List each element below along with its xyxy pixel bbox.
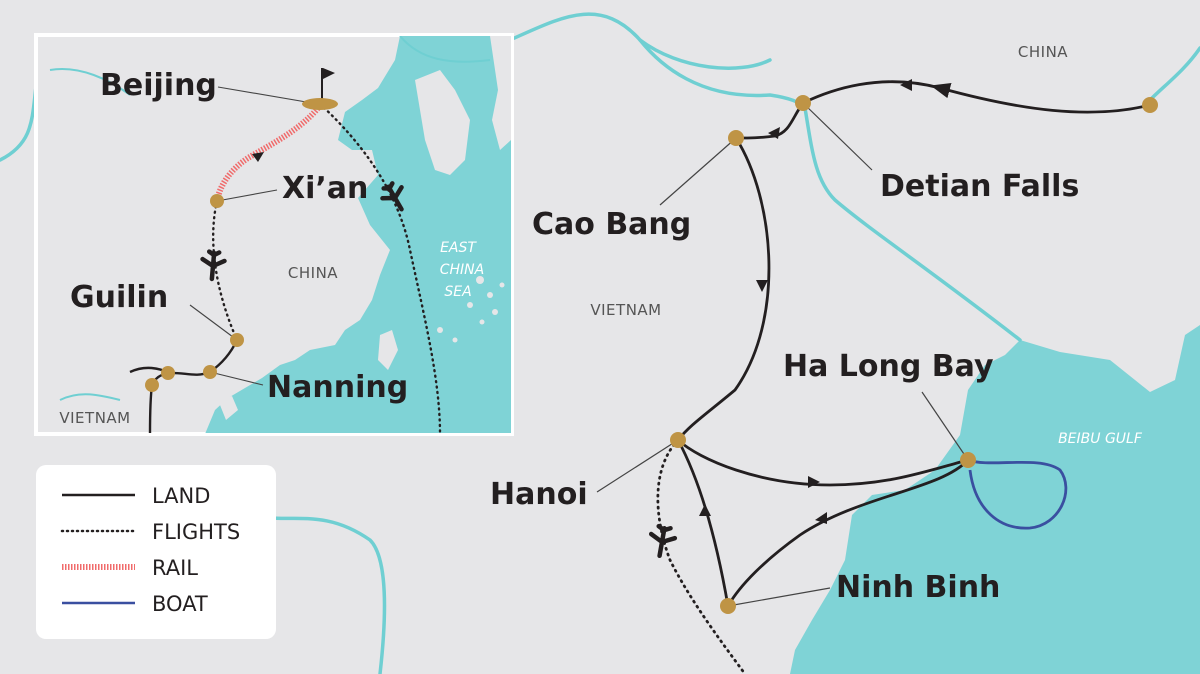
arrow-icon	[756, 280, 768, 292]
stop-marker	[720, 598, 736, 614]
route-ninhbinh-to-hanoi	[676, 438, 730, 608]
route-arrows	[699, 79, 912, 524]
legend-label-land: LAND	[152, 484, 210, 508]
islands	[437, 276, 505, 343]
stop-marker	[210, 194, 224, 208]
plane-icon	[648, 523, 678, 559]
hainan-land	[218, 396, 238, 420]
inset-stops	[145, 98, 338, 392]
place-label-hanoi: Hanoi	[490, 477, 588, 512]
arrow-icon	[815, 512, 827, 524]
route-halong-to-ninhbinh	[726, 458, 970, 608]
legend-label-rail: RAIL	[152, 556, 198, 580]
arrow-icon	[768, 127, 780, 139]
legend-label-boat: BOAT	[152, 592, 208, 616]
arrow-icon	[252, 152, 264, 162]
plane-icon	[380, 181, 404, 212]
boat-route	[967, 458, 1068, 530]
legend-label-flights: FLIGHTS	[152, 520, 240, 544]
arrow-icon	[808, 476, 820, 488]
taiwan-land	[378, 330, 398, 370]
place-label-beijing: Beijing	[100, 68, 217, 103]
sea-label-beibu-gulf: BEIBU GULF	[1058, 431, 1143, 447]
label-leaders	[596, 102, 969, 607]
sea-label-east-china-sea-3: SEA	[444, 284, 471, 300]
country-label-vietnam-inset: VIETNAM	[59, 409, 130, 427]
country-label-china-inset: CHINA	[288, 264, 338, 282]
inset-map: CHINA VIETNAM EAST CHINA SEA Beijing Xi’…	[34, 33, 514, 436]
place-label-nanning: Nanning	[267, 370, 408, 405]
sea-label-east-china-sea-1: EAST	[440, 240, 477, 256]
stop-marker	[145, 378, 159, 392]
korea-land	[415, 70, 470, 175]
japan-land	[490, 36, 511, 150]
stop-marker	[1142, 97, 1158, 113]
place-label-guilin: Guilin	[70, 280, 168, 315]
arrow-icon	[900, 79, 912, 91]
land-routes	[676, 80, 1152, 608]
arrow-icon	[699, 504, 711, 516]
stop-marker	[161, 366, 175, 380]
place-label-detian-falls: Detian Falls	[880, 169, 1079, 204]
stop-marker	[302, 98, 338, 110]
stop-marker	[960, 452, 976, 468]
beibu-gulf-water	[790, 325, 1200, 674]
plane-icon	[200, 249, 227, 282]
sea-label-east-china-sea-2: CHINA	[440, 262, 484, 278]
place-label-ha-long-bay: Ha Long Bay	[783, 349, 994, 384]
inset-label-leaders	[189, 86, 319, 386]
inset-rail-beijing-xian	[214, 106, 321, 202]
stop-marker	[230, 333, 244, 347]
route-east-to-detian	[801, 80, 1152, 114]
country-label-china: CHINA	[1018, 43, 1068, 61]
flight-route-hanoi	[656, 438, 747, 674]
inset-borders	[49, 36, 491, 401]
stops	[670, 95, 1158, 614]
legend: LAND FLIGHTS RAIL BOAT	[36, 465, 276, 639]
route-hanoi-to-halong	[676, 438, 970, 487]
place-label-cao-bang: Cao Bang	[532, 207, 691, 242]
country-label-vietnam: VIETNAM	[590, 301, 661, 319]
flag-icon	[321, 68, 335, 104]
route-caobang-to-hanoi	[676, 136, 771, 442]
stop-marker	[203, 365, 217, 379]
place-label-xian: Xi’an	[282, 171, 368, 206]
stop-marker	[728, 130, 744, 146]
stop-marker	[795, 95, 811, 111]
place-label-ninh-binh: Ninh Binh	[836, 570, 1000, 605]
inset-flight-beijing	[318, 102, 442, 433]
stop-marker	[670, 432, 686, 448]
